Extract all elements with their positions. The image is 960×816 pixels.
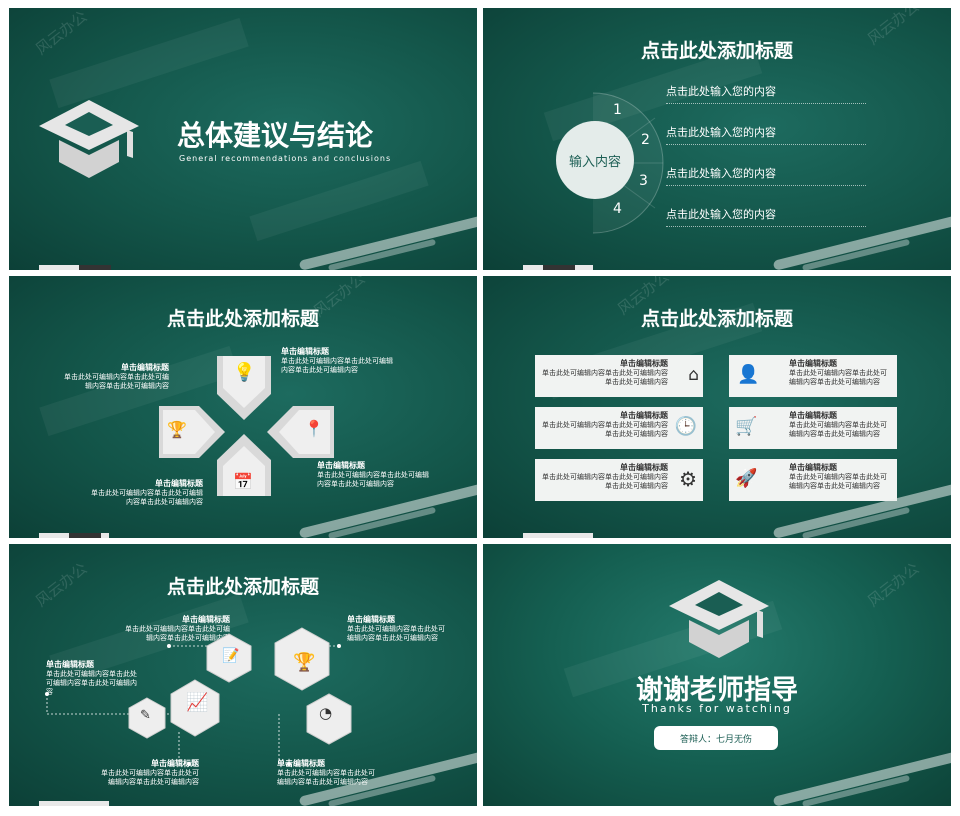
cart-icon: 🛒	[735, 416, 758, 437]
text-block: 单击编辑标题单击此处可编辑内容单击此处可编辑内容单击此处可编辑内容	[277, 759, 375, 786]
home-eye-icon: ⌂	[688, 365, 699, 385]
list-item[interactable]: 点击此处输入您的内容	[666, 203, 866, 227]
arrow-cluster	[159, 356, 334, 496]
slide1-title: 总体建议与结论	[177, 119, 374, 152]
clock-icon: 🕒	[674, 416, 697, 437]
center-circle-text: 输入内容	[568, 154, 621, 170]
lightbulb-icon: 💡	[233, 362, 256, 383]
card[interactable]: 🛒 单击编辑标题单击此处可编辑内容单击此处可编辑内容单击此处可编辑内容	[729, 407, 897, 449]
person-icon: 👤	[737, 364, 760, 385]
text-block: 单击编辑标题单击此处可编辑内容单击此处可编辑内容单击此处可编辑内容	[347, 615, 445, 642]
text-block: 单击编辑标题单击此处可编辑内容单击此处可编辑内容单击此处可编辑内容	[46, 660, 137, 696]
growth-chart-icon: 📈	[186, 692, 209, 713]
trophy-icon: 🏆	[293, 652, 316, 673]
card[interactable]: 单击编辑标题单击此处可编辑内容单击此处可编辑内容单击此处可编辑内容 🕒	[535, 407, 703, 449]
slide-6[interactable]: 风云办公 谢谢老师指导 Thanks for watching 答辩人：七月无伤	[483, 544, 951, 806]
num-2: 2	[641, 132, 650, 148]
num-3: 3	[639, 173, 648, 189]
gear-icon: ⚙	[679, 467, 697, 491]
calendar-icon: 📅	[233, 472, 253, 491]
card[interactable]: 👤 单击编辑标题单击此处可编辑内容单击此处可编辑内容单击此处可编辑内容	[729, 355, 897, 397]
text-block: 单击编辑标题单击此处可编辑内容单击此处可编辑内容单击此处可编辑内容	[125, 615, 230, 642]
slide6-subtitle: Thanks for watching	[642, 702, 792, 715]
slide6-title: 谢谢老师指导	[636, 675, 798, 706]
text-block: 单击编辑标题单击此处可编辑内容单击此处可编辑内容单击此处可编辑内容	[317, 461, 429, 488]
slide-2[interactable]: 风云办公 点击此处添加标题 输入内容 1 2 3 4 点击此处输入您的内容 点击…	[483, 8, 951, 270]
watermark: 风云办公	[32, 8, 91, 59]
card[interactable]: 单击编辑标题单击此处可编辑内容单击此处可编辑内容单击此处可编辑内容 ⚙	[535, 459, 703, 501]
presenter-button[interactable]: 答辩人：七月无伤	[654, 726, 778, 750]
slide-4[interactable]: 风云办公 点击此处添加标题 单击编辑标题单击此处可编辑内容单击此处可编辑内容单击…	[483, 276, 951, 538]
slide1-subtitle: General recommendations and conclusions	[179, 154, 392, 163]
edit-document-icon: 📝	[222, 648, 240, 664]
slide-3[interactable]: 风云办公 点击此处添加标题 单击编辑标题单击此处可编辑内容单击此处可编辑内容单击…	[9, 276, 477, 538]
num-4: 4	[613, 201, 622, 217]
rocket-icon: 🚀	[735, 468, 758, 489]
center-circle[interactable]: 输入内容	[556, 121, 634, 199]
graduation-cap-icon	[669, 580, 769, 658]
trophy-icon: 🏆	[167, 420, 187, 439]
slide-1[interactable]: 风云办公 总体建议与结论 General recommendations and…	[9, 8, 477, 270]
card[interactable]: 单击编辑标题单击此处可编辑内容单击此处可编辑内容单击此处可编辑内容 ⌂	[535, 355, 703, 397]
num-1: 1	[613, 102, 622, 118]
list-item[interactable]: 点击此处输入您的内容	[666, 80, 866, 104]
text-block: 单击编辑标题单击此处可编辑内容单击此处可编辑内容单击此处可编辑内容	[91, 479, 203, 506]
slide4-title: 点击此处添加标题	[640, 308, 793, 330]
graduation-cap-icon	[39, 100, 139, 178]
watermark: 风云办公	[864, 559, 923, 611]
slide-5[interactable]: 风云办公 点击此处添加标题 单击编辑标题单击此处可编辑内容单击此处可编辑内容单击…	[9, 544, 477, 806]
text-block: 单击编辑标题单击此处可编辑内容单击此处可编辑内容单击此处可编辑内容	[281, 347, 393, 374]
text-block: 单击编辑标题单击此处可编辑内容单击此处可编辑内容单击此处可编辑内容	[64, 363, 169, 390]
slide5-title: 点击此处添加标题	[166, 576, 319, 598]
hexagon-network	[45, 627, 352, 766]
slide3-title: 点击此处添加标题	[166, 308, 319, 330]
pen-icon: ✎	[140, 708, 151, 723]
list-item[interactable]: 点击此处输入您的内容	[666, 121, 866, 145]
location-pin-icon: 📍	[304, 419, 324, 438]
pie-chart-icon: ◔	[319, 704, 333, 722]
card[interactable]: 🚀 单击编辑标题单击此处可编辑内容单击此处可编辑内容单击此处可编辑内容	[729, 459, 897, 501]
list-item[interactable]: 点击此处输入您的内容	[666, 162, 866, 186]
slide2-title: 点击此处添加标题	[640, 40, 793, 62]
text-block: 单击编辑标题单击此处可编辑内容单击此处可编辑内容单击此处可编辑内容	[101, 759, 199, 786]
